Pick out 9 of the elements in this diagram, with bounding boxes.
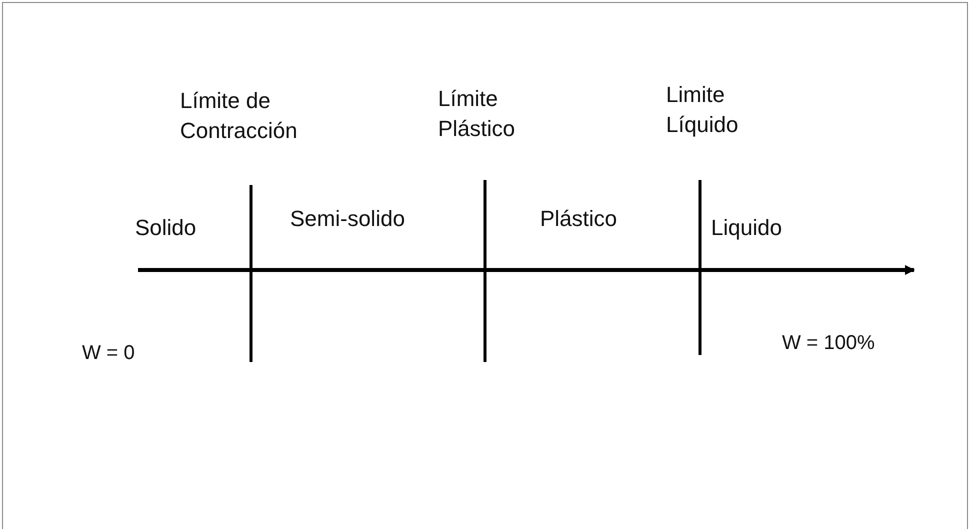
phase-label: Solido bbox=[135, 214, 196, 242]
moisture-label: W = 0 bbox=[82, 341, 135, 366]
phase-label: Liquido bbox=[711, 214, 782, 242]
limit-label: Límite de Contracción bbox=[180, 87, 298, 145]
moisture-label: W = 100% bbox=[782, 331, 875, 356]
limit-label: Limite Líquido bbox=[666, 81, 740, 139]
limit-label: Límite Plástico bbox=[438, 85, 516, 143]
phase-label: Plástico bbox=[540, 205, 618, 233]
phase-label: Semi-solido bbox=[290, 205, 405, 233]
